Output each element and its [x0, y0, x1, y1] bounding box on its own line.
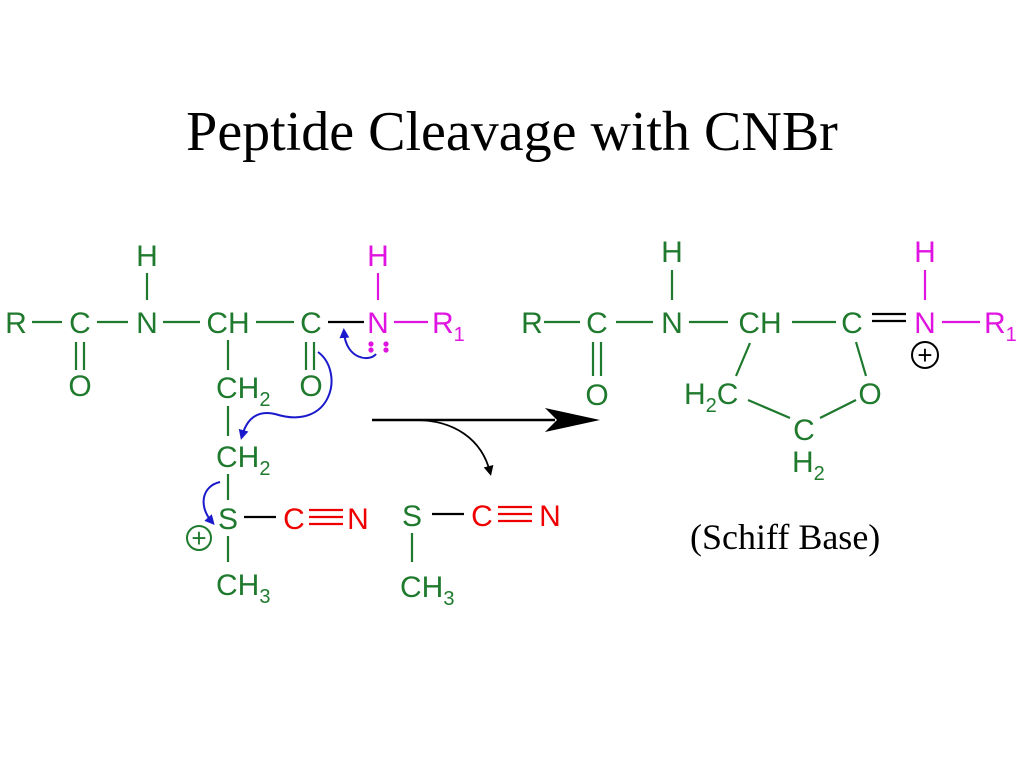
- atom-carbonyl-c: C: [69, 307, 91, 340]
- c-s-cleavage-arrow: [202, 481, 221, 526]
- sulfonium-charge: +: [186, 523, 212, 553]
- atom-lg-methyl: CH3: [400, 571, 454, 610]
- iminium-double-bond: [872, 312, 906, 323]
- atom-p-iminium-n: N: [914, 307, 936, 340]
- lone-pair-dot: [383, 347, 389, 353]
- atom-lg-sulfur: S: [402, 500, 422, 533]
- atom-p-carbonyl-o: O: [585, 379, 608, 412]
- atom-p-ring-c: C: [793, 414, 815, 447]
- iminium-charge: +: [911, 340, 939, 370]
- electron-push-arrows: [202, 328, 377, 526]
- atom-p-amide-h: H: [661, 236, 683, 269]
- atom-p-iminium-h: H: [914, 236, 936, 269]
- atom-p-r: R: [521, 307, 543, 340]
- atom-r1: R1: [432, 307, 465, 346]
- atom-amide-h: H: [136, 240, 158, 273]
- atom-methyl: CH3: [216, 569, 270, 608]
- atom-lg-cyano-c: C: [471, 500, 493, 533]
- atom-p-carbonyl-c: C: [586, 307, 608, 340]
- methyl-thiocyanate: S CH3 C N: [400, 500, 561, 610]
- atom-sulfur: S: [218, 503, 238, 536]
- svg-text:+: +: [191, 523, 206, 553]
- atom-p-ring-ch2: H2C: [684, 378, 738, 417]
- atom-leaving-h: H: [367, 240, 389, 273]
- atom-p-imine-c: C: [841, 307, 863, 340]
- atom-beta-ch2: CH2: [216, 372, 270, 411]
- atom-p-alpha-ch: CH: [738, 307, 781, 340]
- lone-pair-dot: [368, 341, 374, 347]
- lone-pair-arrow: [339, 328, 377, 359]
- reactant-triple-bond: [309, 508, 343, 526]
- atom-met-carbonyl-c: C: [300, 307, 322, 340]
- lone-pair-dot: [368, 347, 374, 353]
- product-molecule: R C O N H CH C H2C O C H2 N H R1 +: [521, 236, 1017, 485]
- atom-p-amide-n: N: [661, 307, 683, 340]
- atom-leaving-n: N: [367, 307, 389, 340]
- lone-pair-dot: [383, 341, 389, 347]
- schiff-base-caption: (Schiff Base): [690, 517, 881, 557]
- atom-alpha-ch: CH: [206, 307, 249, 340]
- atom-gamma-ch2: CH2: [216, 441, 270, 480]
- atom-cyano-n: N: [347, 503, 369, 536]
- atom-cyano-c: C: [283, 503, 305, 536]
- atom-amide-n: N: [136, 307, 158, 340]
- atom-carbonyl-o: O: [68, 370, 91, 403]
- atom-met-carbonyl-o: O: [299, 370, 322, 403]
- carbonyl-o-attack-arrow: [238, 351, 333, 440]
- atom-p-ring-o: O: [858, 378, 881, 411]
- atom-r: R: [5, 307, 27, 340]
- product-bonds: [544, 270, 868, 420]
- reactant-bonds: [32, 273, 316, 562]
- reaction-arrow: [372, 408, 600, 476]
- atom-p-r1: R1: [984, 307, 1017, 346]
- atom-p-ring-h2: H2: [792, 446, 825, 485]
- byproduct-branch-arrow: [414, 419, 494, 476]
- svg-text:+: +: [917, 340, 932, 370]
- slide-title: Peptide Cleavage with CNBr: [186, 101, 838, 163]
- reactant-molecule: R C O N H CH C O CH2 CH2 S CH3 + C N: [5, 240, 465, 608]
- atom-lg-cyano-n: N: [539, 500, 561, 533]
